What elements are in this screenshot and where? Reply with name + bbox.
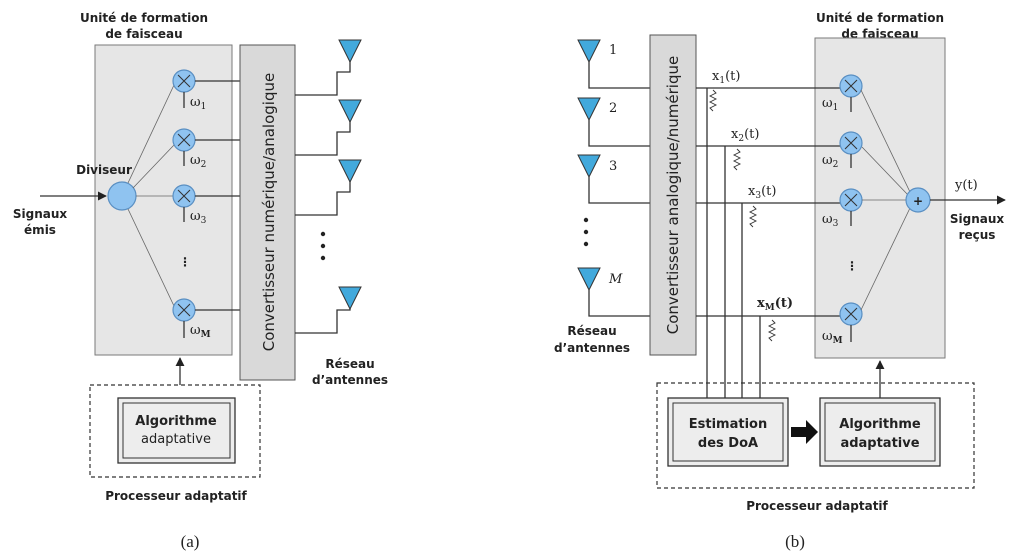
ellipsis-a: ⋮ [179,255,191,269]
processor-label-b: Processeur adaptatif [746,499,888,513]
algorithm-box-b: Algorithme adaptative [819,397,941,467]
antenna-icon [338,39,362,64]
splitter-label: Diviseur [76,163,132,177]
beamformer-title-a-line2: de faisceau [105,27,182,41]
mixer-b-2: ω2 [822,131,863,170]
signal-label-m: xM(t) [757,296,793,313]
signal-label-2: x2(t) [731,127,759,144]
output-caption-line2: reçus [959,228,996,242]
mixer-b-1: ω1 [822,74,863,113]
signal-taps [702,88,777,409]
antenna-icon [577,154,601,179]
weight-a-2: ω2 [190,153,206,170]
fan-line [127,208,175,307]
doa-estimator-box: Estimation des DoA [667,397,789,467]
adc-converter [649,34,697,356]
ellipsis-b: ⋮ [846,259,858,273]
multiply-icon [844,193,858,207]
coupler-icon [708,89,718,112]
fan-line [132,144,175,189]
weight-a-1: ω1 [190,95,206,112]
antenna-icon [338,159,362,184]
algorithm-b-line2: adaptative [840,436,919,451]
coupler-icon [767,319,777,342]
input-label-a-line1: Signaux [13,207,68,221]
array-label-b-line2: d’antennes [554,341,630,355]
algorithm-a-line2: adaptative [141,432,211,447]
adaptive-processor-b [656,382,975,489]
coupler-icon [748,205,758,228]
multiply-icon [177,74,191,88]
array-label-b-line1: Réseau [567,324,616,338]
weight-a-m: ωM [190,323,211,340]
weight-b-m: ωM [822,329,843,346]
weight-b-3: ω3 [822,212,839,229]
antenna-number: 1 [609,43,617,58]
antenna-number: 2 [609,101,617,116]
mixer-b-m: ωM [822,302,863,346]
splitter-node [107,181,137,211]
weight-b-2: ω2 [822,153,838,170]
multiply-icon [177,303,191,317]
multiply-icon [844,307,858,321]
fan-line [127,84,175,184]
weight-a-3: ω3 [190,209,207,226]
antenna-array-b: 1 2 3 M [577,39,650,317]
antenna-icon [338,99,362,124]
input-label-a-line2: émis [24,223,56,237]
algorithm-a-line1: Algorithme [135,414,217,429]
output-label: y(t) [954,178,978,193]
antenna-icon [577,97,601,122]
algorithm-b-line1: Algorithme [839,417,921,432]
caption-a: (a) [181,532,200,551]
antenna-number: 3 [609,159,617,174]
coupler-icon [732,148,742,171]
caption-b: (b) [785,532,805,551]
multiply-icon [177,133,191,147]
doa-line2: des DoA [698,436,758,451]
mixer-a-1: ω1 [172,69,206,112]
output-caption-line1: Signaux [950,212,1005,226]
signal-label-1: x1(t) [712,69,740,86]
array-label-a-line1: Réseau [325,357,374,371]
dac-converter [239,44,296,381]
antenna-icon [338,286,362,311]
thick-arrow-icon [791,420,818,444]
panel-a: Unité de formation de faisceau Diviseur … [13,11,388,551]
adaptive-processor-a [89,384,261,478]
adder-symbol: + [913,194,923,208]
algorithm-box-a: Algorithme adaptative [117,397,236,464]
fan-line [860,207,911,311]
multiply-icon [844,136,858,150]
antenna-icon [577,267,601,292]
multiply-icon [177,189,191,203]
signal-label-3: x3(t) [748,184,776,201]
weight-b-1: ω1 [822,96,838,113]
multiply-icon [844,79,858,93]
array-label-a-line2: d’antennes [312,373,388,387]
panel-b: Unité de formation de faisceau 1 2 3 M R… [554,11,1006,551]
mixer-b-3: ω3 [822,188,863,229]
mixer-a-m: ωM [172,298,211,340]
processor-label-a: Processeur adaptatif [105,489,247,503]
fan-line [861,146,910,197]
antenna-number: M [608,272,623,287]
fan-line [860,89,911,193]
adc-converter-label: Convertisseur analogique/numérique [664,56,682,334]
beamformer-title-b-line1: Unité de formation [816,11,944,25]
beamformer-title-a-line1: Unité de formation [80,11,208,25]
antenna-icon [577,39,601,64]
doa-line1: Estimation [689,417,767,432]
antenna-array-a [295,39,362,334]
dac-converter-label: Convertisseur numérique/analogique [260,73,278,351]
